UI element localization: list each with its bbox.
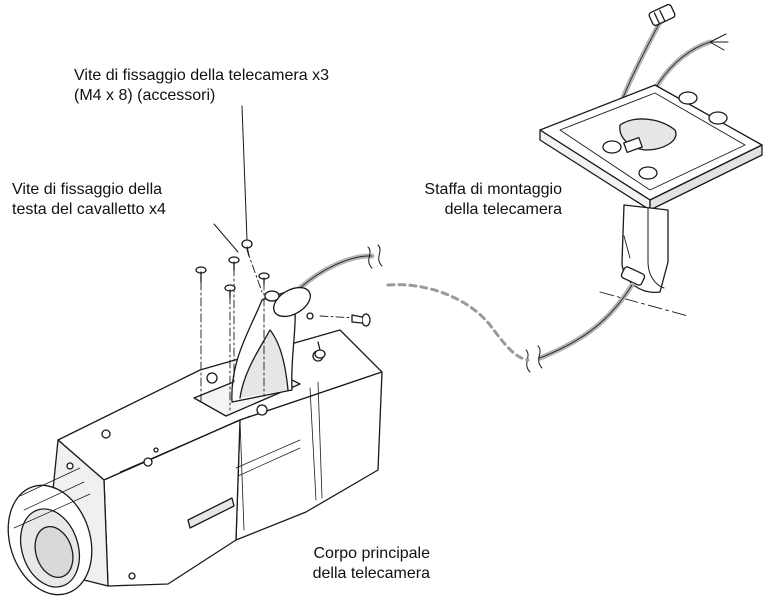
screw-icon	[195, 239, 371, 359]
camera-fixing-screws-label: Vite di fissaggio della telecamera x3 (M…	[74, 66, 329, 106]
head-screws-line1: Vite di fissaggio della	[12, 181, 163, 198]
head-screws-line2: testa del cavalletto x4	[12, 201, 166, 218]
cable-route-dashed	[386, 283, 530, 362]
body-line1: Corpo principale	[313, 545, 430, 562]
bracket-line2: della telecamera	[444, 201, 562, 218]
cable-connector-icon	[648, 3, 676, 27]
camera-screws-line1: Vite di fissaggio della telecamera x3	[74, 67, 329, 84]
camera-body-label: Corpo principale della telecamera	[250, 544, 430, 584]
camera-body-illustration	[7, 244, 383, 596]
head-fixing-screws-label: Vite di fissaggio della testa del cavall…	[12, 180, 166, 220]
camera-screws-line2: (M4 x 8) (accessori)	[74, 87, 216, 104]
body-line2: della telecamera	[312, 565, 430, 582]
mounting-bracket-illustration	[525, 3, 763, 373]
screws-group	[195, 105, 371, 411]
bracket-line1: Staffa di montaggio	[424, 181, 562, 198]
mounting-bracket-label: Staffa di montaggio della telecamera	[380, 180, 562, 220]
